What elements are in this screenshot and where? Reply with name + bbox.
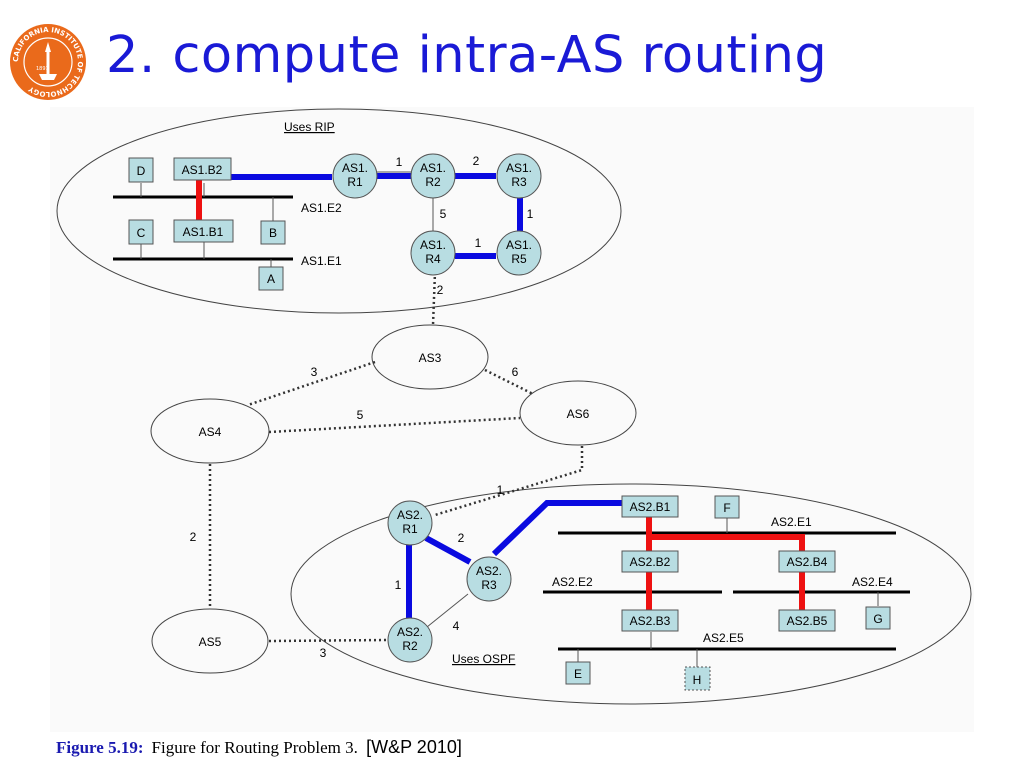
as2-b1-bridge: [621, 495, 679, 518]
as1-b2-label: AS1.B2: [182, 163, 223, 177]
as1-r5-label: AS1.R5: [506, 238, 532, 266]
as2-b5-label: AS2.B5: [787, 614, 828, 628]
as2-e4-label: AS2.E4: [852, 575, 893, 589]
figure-reference: [W&P 2010]: [366, 737, 462, 757]
host-a-label: A: [267, 272, 275, 286]
host-f: [714, 495, 740, 519]
as2-b1-label: AS2.B1: [630, 500, 671, 514]
as6-node: [519, 380, 637, 446]
as2-boundary: [290, 483, 972, 705]
as2-b2-label: AS2.B2: [630, 555, 671, 569]
as3-node: [371, 324, 489, 390]
as2-r1-label: AS2.R1: [397, 508, 423, 536]
cost-as2-r1-r3: 2: [458, 531, 465, 545]
as1-protocol-label: Uses RIP: [284, 120, 335, 134]
host-d-label: D: [137, 164, 146, 178]
as2-b4-label: AS2.B4: [787, 555, 828, 569]
as1-boundary: [56, 108, 622, 314]
as2-b5-bridge: [778, 609, 836, 632]
host-d: [128, 157, 154, 183]
link-as4-as6: [268, 416, 521, 434]
as1-r2-router: [410, 153, 456, 199]
cost-as2-r2-r3: 4: [453, 619, 460, 633]
as1-r4-label: AS1.R4: [420, 238, 446, 266]
link-as6-as2: [434, 446, 584, 517]
as2-r2-router: [387, 617, 433, 663]
as2-b2-bridge: [621, 550, 679, 573]
as2-b4-bridge: [778, 550, 836, 573]
as2-protocol-label: Uses OSPF: [452, 652, 515, 666]
figure-label: Figure 5.19:: [56, 738, 144, 757]
link-as3-as4: [247, 360, 376, 407]
host-g-label: G: [873, 612, 882, 626]
as2-r2-label: AS2.R2: [397, 625, 423, 653]
as1-r5-router: [496, 230, 542, 276]
host-g: [865, 606, 891, 630]
as1-r1-router: [332, 153, 378, 199]
as6-label: AS6: [567, 407, 590, 421]
cost-as3-as4: 3: [311, 365, 318, 379]
cost-as4-as5: 2: [190, 530, 197, 544]
as2-b3-label: AS2.B3: [630, 614, 671, 628]
as1-e1-label: AS1.E1: [301, 254, 342, 268]
bridge-as2-b1-b4: [649, 534, 805, 551]
cost-as1-as3: 2: [437, 283, 444, 297]
as1-b1-label: AS1.B1: [183, 225, 224, 239]
as5-node: [151, 608, 269, 674]
as1-r3-label: AS1.R3: [506, 161, 532, 189]
cost-as1-r2-r4: 5: [440, 207, 447, 221]
host-c: [128, 219, 154, 245]
as4-label: AS4: [199, 425, 222, 439]
as2-e5-label: AS2.E5: [703, 631, 744, 645]
host-c-label: C: [137, 226, 146, 240]
as2-e1-label: AS2.E1: [771, 515, 812, 529]
as2-e2-label: AS2.E2: [552, 575, 593, 589]
cost-as1-r1-r2: 1: [396, 155, 403, 169]
path-as2-r3-b1: [491, 500, 623, 557]
path-as2-r1-r3: [424, 535, 472, 565]
as2-r2-r3-plain: [426, 593, 469, 628]
host-f-label: F: [723, 501, 730, 515]
host-b-label: B: [269, 226, 277, 240]
host-h: [684, 666, 711, 691]
as3-label: AS3: [419, 351, 442, 365]
host-h-label: H: [693, 673, 702, 687]
host-b: [260, 220, 286, 245]
host-a: [258, 266, 284, 291]
cost-as4-as6: 5: [357, 408, 364, 422]
as1-e2-label: AS1.E2: [301, 201, 342, 215]
link-as5-as2: [268, 638, 389, 643]
host-e-label: E: [574, 667, 582, 681]
as2-r1-router: [387, 500, 433, 546]
link-as1-as3: [431, 271, 437, 326]
as1-b1-bridge: [173, 219, 234, 243]
cost-as1-r4-r5: 1: [475, 236, 482, 250]
caltech-logo: CALIFORNIA INSTITUTE OF TECHNOLOGY 1891: [10, 24, 86, 100]
as1-r3-router: [496, 153, 542, 199]
cost-as2-r1-r2: 1: [395, 578, 402, 592]
as1-r4-router: [410, 230, 456, 276]
as5-label: AS5: [199, 635, 222, 649]
figure-caption: Figure 5.19: Figure for Routing Problem 3…: [56, 737, 462, 758]
cost-as1-r2-r3: 2: [473, 154, 480, 168]
as2-r3-label: AS2.R3: [476, 564, 502, 592]
cost-as1-r3-r5: 1: [527, 207, 534, 221]
logo-year: 1891: [36, 66, 49, 72]
as1-r1-label: AS1.R1: [342, 161, 368, 189]
as1-b2-bridge: [173, 157, 232, 181]
cost-as5-as2: 3: [320, 646, 327, 660]
as1-r2-label: AS1.R2: [420, 161, 446, 189]
link-as3-as6: [484, 368, 534, 396]
cost-as3-as6: 6: [512, 365, 519, 379]
as2-r3-router: [466, 556, 512, 602]
as2-b3-bridge: [621, 609, 679, 632]
slide-title: 2. compute intra-AS routing: [106, 26, 828, 85]
cost-as6-as2: 1: [497, 483, 504, 497]
figure-caption-text: Figure for Routing Problem 3.: [151, 738, 358, 757]
host-e: [565, 661, 591, 685]
